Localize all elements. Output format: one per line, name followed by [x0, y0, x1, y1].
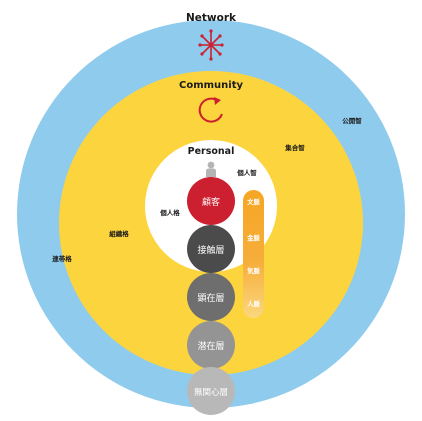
- layer-contact: 接触層: [187, 225, 235, 273]
- personal-title: Personal: [188, 146, 235, 157]
- network-star-icon: [198, 29, 224, 61]
- layer-indifferent: 無関心層: [187, 367, 235, 415]
- layer-latent: 潜在層: [187, 321, 235, 369]
- capital-bar-item: 人脈: [247, 299, 260, 308]
- label-individual-wisdom: 個人智: [236, 168, 257, 177]
- network-title: Network: [186, 12, 237, 24]
- layer-customer: 顧客: [187, 177, 235, 225]
- community-title: Community: [179, 80, 243, 91]
- capital-bar-item: 金脈: [246, 233, 260, 242]
- layer-latent-label: 潜在層: [197, 340, 224, 352]
- layer-contact-label: 接触層: [197, 244, 224, 256]
- layer-customer-label: 顧客: [202, 196, 220, 208]
- cycle-arrow-icon: [198, 97, 223, 123]
- capital-bar-item: 気脈: [247, 266, 260, 275]
- capital-bar: [243, 190, 264, 318]
- capital-bar-item: 文脈: [247, 197, 260, 206]
- layer-manifest: 顕在層: [187, 273, 235, 321]
- label-organizational-character: 組織格: [109, 229, 129, 238]
- layer-indifferent-label: 無関心層: [194, 387, 228, 398]
- label-federated-character: 連帯格: [52, 254, 72, 263]
- label-public-wisdom: 公開智: [342, 116, 362, 125]
- person-icon: [206, 161, 216, 177]
- label-individual-character: 個人格: [159, 208, 180, 217]
- layer-stack: 顧客 接触層 顕在層 潜在層 無関心層: [187, 177, 235, 415]
- layer-manifest-label: 顕在層: [197, 292, 224, 304]
- label-collective-wisdom: 集合智: [284, 143, 305, 152]
